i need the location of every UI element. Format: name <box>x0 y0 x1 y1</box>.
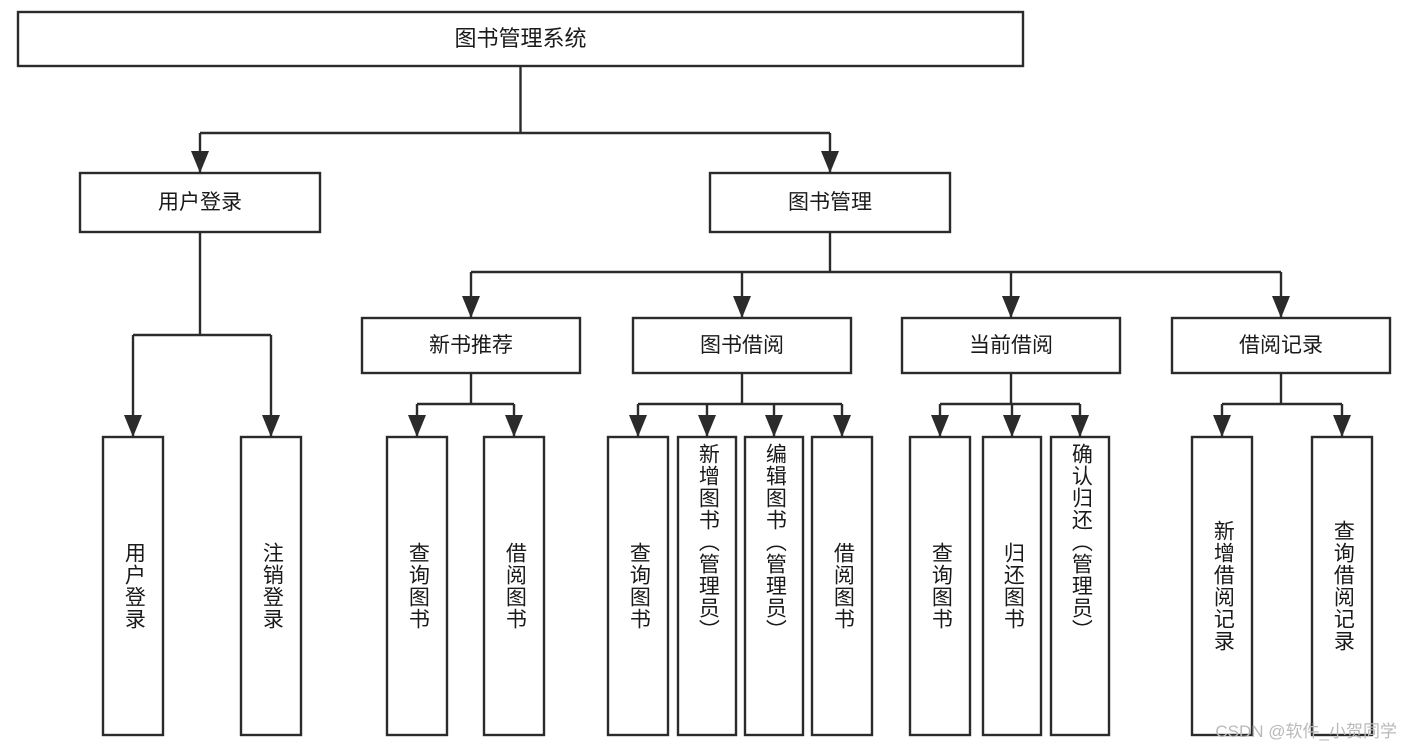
node-new-book-recommend-label: 新书推荐 <box>429 334 513 357</box>
arrow-head-icon <box>698 415 716 437</box>
connector-layer <box>124 66 1351 437</box>
arrow-head-icon <box>821 151 839 173</box>
node-leaf-borrow-book-new-box[interactable] <box>482 435 546 737</box>
arrow-head-icon <box>408 415 426 437</box>
node-book-management-box[interactable] <box>708 171 952 234</box>
node-book-borrow-box[interactable] <box>631 316 853 375</box>
node-leaf-query-book-borrow-box[interactable] <box>606 435 670 737</box>
arrow-head-icon <box>629 415 647 437</box>
node-leaf-query-book-cur-box[interactable] <box>908 435 972 737</box>
node-leaf-edit-book-box[interactable] <box>743 435 805 737</box>
node-book-management-label: 图书管理 <box>788 191 872 214</box>
arrow-head-icon <box>1071 415 1089 437</box>
node-leaf-query-record-box[interactable] <box>1310 435 1374 737</box>
arrow-head-icon <box>1213 415 1231 437</box>
node-leaf-borrow-book-box[interactable] <box>810 435 874 737</box>
arrow-head-icon <box>1333 415 1351 437</box>
arrow-head-icon <box>1003 415 1021 437</box>
node-leaf-add-record-box[interactable] <box>1190 435 1254 737</box>
arrow-head-icon <box>931 415 949 437</box>
arrow-head-icon <box>1002 296 1020 318</box>
node-borrow-record-box[interactable] <box>1170 316 1392 375</box>
arrow-head-icon <box>765 415 783 437</box>
box-layer <box>16 10 1392 737</box>
node-borrow-record-label: 借阅记录 <box>1239 334 1323 357</box>
node-leaf-query-book-new-box[interactable] <box>385 435 449 737</box>
arrow-head-icon <box>262 415 280 437</box>
node-current-borrow-box[interactable] <box>900 316 1122 375</box>
node-leaf-return-book-box[interactable] <box>981 435 1043 737</box>
arrow-head-icon <box>833 415 851 437</box>
node-new-book-recommend-box[interactable] <box>360 316 582 375</box>
node-current-borrow-label: 当前借阅 <box>969 334 1053 357</box>
csdn-watermark: CSDN @软件_小贺同学 <box>1215 722 1397 741</box>
node-user-login-box[interactable] <box>78 171 322 234</box>
node-leaf-confirm-return-box[interactable] <box>1049 435 1111 737</box>
node-root-label: 图书管理系统 <box>454 26 586 51</box>
node-user-login-label: 用户登录 <box>158 191 242 214</box>
node-leaf-user-login-box[interactable] <box>101 435 165 737</box>
arrow-head-icon <box>505 415 523 437</box>
node-book-borrow-label: 图书借阅 <box>700 334 784 357</box>
arrow-head-icon <box>124 415 142 437</box>
arrow-head-icon <box>733 296 751 318</box>
node-root-box[interactable] <box>16 10 1025 68</box>
arrow-head-icon <box>462 296 480 318</box>
node-leaf-logout-box[interactable] <box>239 435 303 737</box>
arrow-head-icon <box>191 151 209 173</box>
arrow-head-icon <box>1272 296 1290 318</box>
node-leaf-add-book-box[interactable] <box>676 435 738 737</box>
